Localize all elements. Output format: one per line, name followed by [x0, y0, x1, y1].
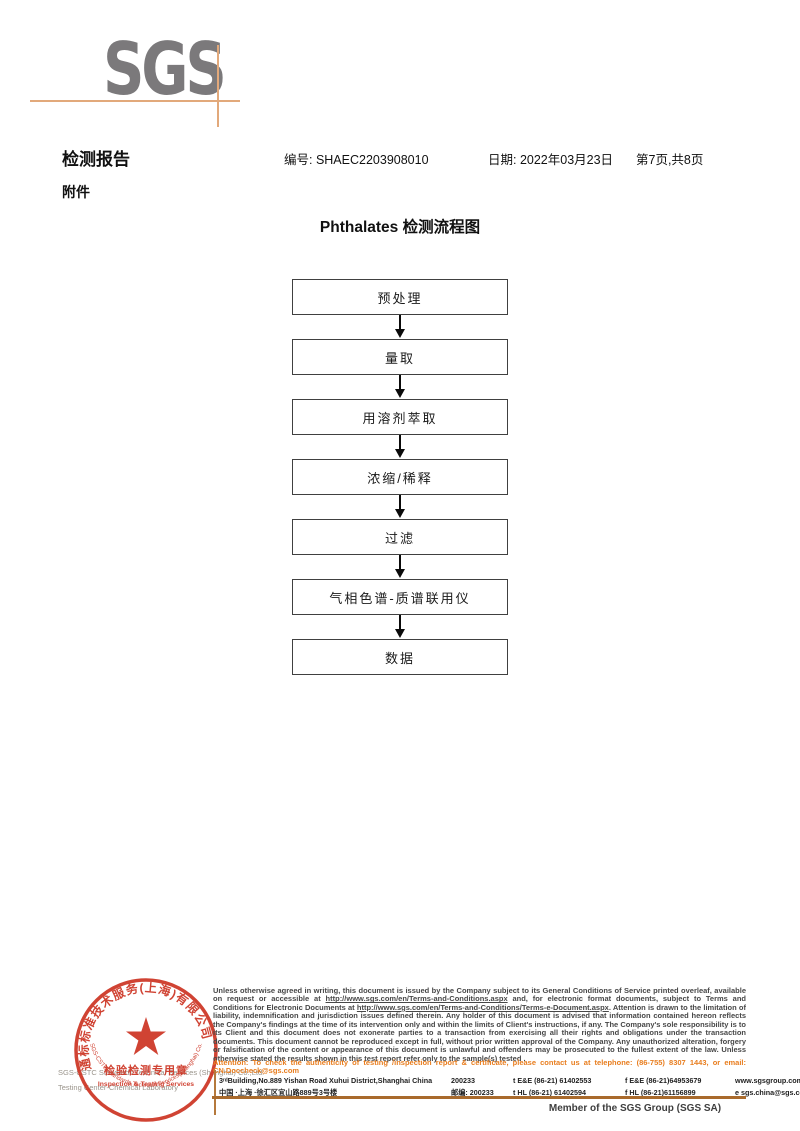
- fax-hl: f HL (86-21)61156899: [625, 1088, 696, 1097]
- tel-hl: t HL (86-21) 61402594: [513, 1088, 586, 1097]
- fax-ee: f E&E (86-21)64953679: [625, 1076, 702, 1085]
- footer-rule: [212, 1096, 746, 1099]
- flow-step-pretreatment: 预处理: [292, 279, 508, 315]
- stamp-title-cn: 检验检测专用章: [104, 1063, 188, 1077]
- logo-crosshair-horizontal: [30, 100, 240, 102]
- flow-step-filter: 过滤: [292, 519, 508, 555]
- legal-terms-paragraph: Unless otherwise agreed in writing, this…: [213, 986, 746, 1063]
- attachment-label: 附件: [62, 184, 90, 200]
- flow-step-data: 数据: [292, 639, 508, 675]
- legal-text: and, for electronic format documents, su…: [213, 994, 746, 1012]
- sgs-member-line: Member of the SGS Group (SGS SA): [548, 1103, 722, 1114]
- sgs-logo: SGS: [103, 27, 227, 111]
- stamp-title-en: Inspection & Testing Services: [98, 1081, 194, 1088]
- terms-e-document-url: http://www.sgs.com/en/Terms-and-Conditio…: [356, 1002, 609, 1012]
- address-separator-vertical: [214, 1070, 216, 1115]
- legal-text: . Attention is drawn to the limitation o…: [213, 1002, 746, 1063]
- zip-cn: 邮编: 200233: [451, 1088, 494, 1097]
- flow-step-measure: 量取: [292, 339, 508, 375]
- flow-step-solvent-extraction: 用溶剂萃取: [292, 399, 508, 435]
- flow-arrow-icon: [395, 435, 405, 459]
- email: e sgs.china@sgs.com: [735, 1088, 800, 1097]
- stamp-star-icon: [126, 1017, 166, 1055]
- flow-arrow-icon: [395, 615, 405, 639]
- flow-arrow-icon: [395, 375, 405, 399]
- address-block: 3ʳᵈBuilding,No.889 Yishan Road Xuhui Dis…: [219, 1076, 800, 1098]
- zip-en: 200233: [451, 1076, 475, 1085]
- flow-arrow-icon: [395, 315, 405, 339]
- report-date: 日期: 2022年03月23日: [488, 153, 614, 167]
- flowchart-title: Phthalates 检测流程图: [319, 219, 481, 236]
- flow-step-gcms: 气相色谱-质谱联用仪: [292, 579, 508, 615]
- website: www.sgsgroup.com.cn: [735, 1076, 800, 1085]
- flow-arrow-icon: [395, 495, 405, 519]
- tel-ee: t E&E (86-21) 61402553: [513, 1076, 592, 1085]
- authenticity-attention-note: Attention: To check the authenticity of …: [213, 1058, 746, 1076]
- terms-url: http://www.sgs.com/en/Terms-and-Conditio…: [325, 994, 508, 1004]
- company-name-en: SGS-CSTC Standards Technical Services (S…: [58, 1068, 265, 1077]
- report-title: 检测报告: [62, 150, 130, 169]
- company-lab-name: Testing Center-Chemical Laboratory: [58, 1083, 179, 1092]
- flowchart: 预处理 量取 用溶剂萃取 浓缩/稀释 过滤 气相色谱-质谱联用仪 数据: [0, 279, 800, 675]
- inspection-stamp-icon: 通标标准技术服务(上海)有限公司 检验检测专用章 Inspection & Te…: [72, 976, 218, 1122]
- report-number: 编号: SHAEC2203908010: [284, 153, 429, 167]
- logo-crosshair-vertical: [217, 45, 219, 127]
- flow-step-concentrate-dilute: 浓缩/稀释: [292, 459, 508, 495]
- address-cn: 中国 ·上海 ·徐汇区宜山路889号3号楼: [219, 1088, 338, 1097]
- page-indicator: 第7页,共8页: [636, 153, 704, 167]
- address-en: 3ʳᵈBuilding,No.889 Yishan Road Xuhui Dis…: [219, 1076, 433, 1085]
- legal-text: Unless otherwise agreed in writing, this…: [213, 986, 746, 1004]
- flow-arrow-icon: [395, 555, 405, 579]
